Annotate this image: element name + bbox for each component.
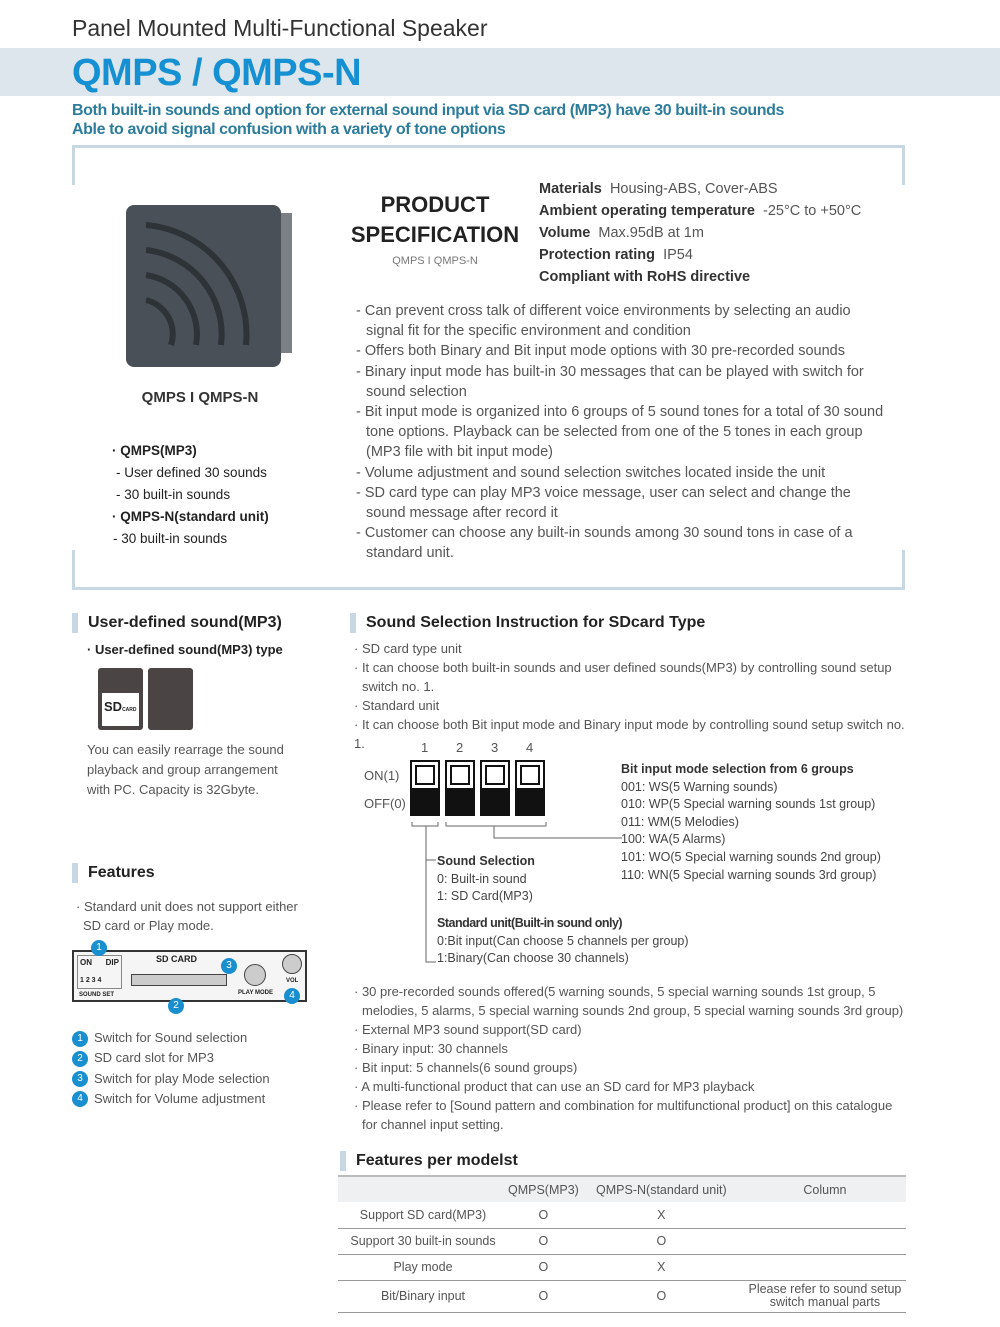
models-table: QMPS(MP3)QMPS-N(standard unit)Column Sup… <box>338 1175 906 1313</box>
spec-row: Ambient operating temperature -25°C to +… <box>539 203 862 219</box>
standard-unit-info: Standard unit(Built-in sound only)0:Bit … <box>437 916 689 966</box>
option-item: - User defined 30 sounds <box>116 465 267 480</box>
dip-switch-1 <box>410 760 440 816</box>
user-defined-type: · User-defined sound(MP3) type <box>87 642 283 657</box>
spec-row: Compliant with RoHS directive <box>539 269 751 285</box>
table-cell <box>743 1228 906 1255</box>
user-defined-heading: User-defined sound(MP3) <box>72 613 282 633</box>
spec-row: Protection rating IP54 <box>539 247 693 263</box>
option-item: · QMPS(MP3) <box>112 443 197 458</box>
option-item: - 30 built-in sounds <box>113 531 228 546</box>
table-cell: O <box>578 1280 744 1313</box>
user-defined-desc: You can easily rearrage the sound playba… <box>87 742 284 797</box>
table-cell: O <box>508 1202 579 1229</box>
svg-text:1: 1 <box>421 740 428 755</box>
spec-row: Volume Max.95dB at 1m <box>539 225 704 241</box>
table-cell: O <box>508 1228 579 1255</box>
speaker-image <box>126 205 292 367</box>
svg-text:ON(1): ON(1) <box>364 768 399 783</box>
spec-row: Materials Housing-ABS, Cover-ABS <box>539 181 778 197</box>
table-cell: O <box>508 1280 579 1313</box>
category-title: Panel Mounted Multi-Functional Speaker <box>72 15 488 41</box>
table-cell <box>743 1202 906 1229</box>
page-title: QMPS / QMPS-N <box>72 52 362 94</box>
subtitle-2: Able to avoid signal confusion with a va… <box>72 121 506 138</box>
table-cell: Support SD card(MP3) <box>338 1202 508 1229</box>
models-table-heading: Features per modelst <box>340 1151 518 1171</box>
bit-mode-list: Bit input mode selection from 6 groups 0… <box>621 762 881 882</box>
sd-card-back-icon <box>148 668 193 730</box>
title-band <box>0 48 1000 96</box>
frame-top <box>72 145 905 185</box>
table-cell: X <box>578 1202 744 1229</box>
table-cell: O <box>578 1228 744 1255</box>
svg-text:4: 4 <box>526 740 533 755</box>
subtitle-1: Both built-in sounds and option for exte… <box>72 102 784 119</box>
instruction-lines: · SD card type unit· It can choose both … <box>354 641 905 751</box>
callout-1: 1 <box>91 940 107 956</box>
table-cell: O <box>508 1254 579 1281</box>
table-cell: Please refer to sound setup switch manua… <box>743 1280 906 1313</box>
table-cell: Bit/Binary input <box>338 1280 508 1313</box>
instruction-features: · 30 pre-recorded sounds offered(5 warni… <box>354 984 904 1132</box>
table-cell: Support 30 built-in sounds <box>338 1228 508 1255</box>
svg-text:OFF(0): OFF(0) <box>364 796 406 811</box>
dip-switch-diagram: 1 2 3 4 ON(1) OFF(0) <box>364 740 622 963</box>
callout-4: 4 <box>284 988 300 1004</box>
table-cell <box>743 1254 906 1281</box>
svg-text:3: 3 <box>491 740 498 755</box>
dip-switch-2 <box>445 760 475 816</box>
dip-switch-4 <box>515 760 545 816</box>
spec-bullets: - Can prevent cross talk of different vo… <box>356 303 884 562</box>
table-cell: Play mode <box>338 1254 508 1281</box>
table-cell: X <box>578 1254 744 1281</box>
callout-3: 3 <box>221 958 237 974</box>
features-note: · Standard unit does not support either … <box>76 899 298 933</box>
callout-2: 2 <box>168 998 184 1014</box>
option-item: - 30 built-in sounds <box>116 487 231 502</box>
sd-card-front-icon: SDCARD <box>98 668 143 730</box>
svg-text:2: 2 <box>456 740 463 755</box>
instruction-heading: Sound Selection Instruction for SDcard T… <box>350 613 705 633</box>
features-heading: Features <box>72 863 155 883</box>
option-item: · QMPS-N(standard unit) <box>112 509 269 524</box>
frame-bottom <box>72 550 905 590</box>
dip-switch-3 <box>480 760 510 816</box>
model-caption: QMPS I QMPS-N <box>141 389 259 406</box>
spec-models: QMPS I QMPS-N <box>392 255 478 267</box>
